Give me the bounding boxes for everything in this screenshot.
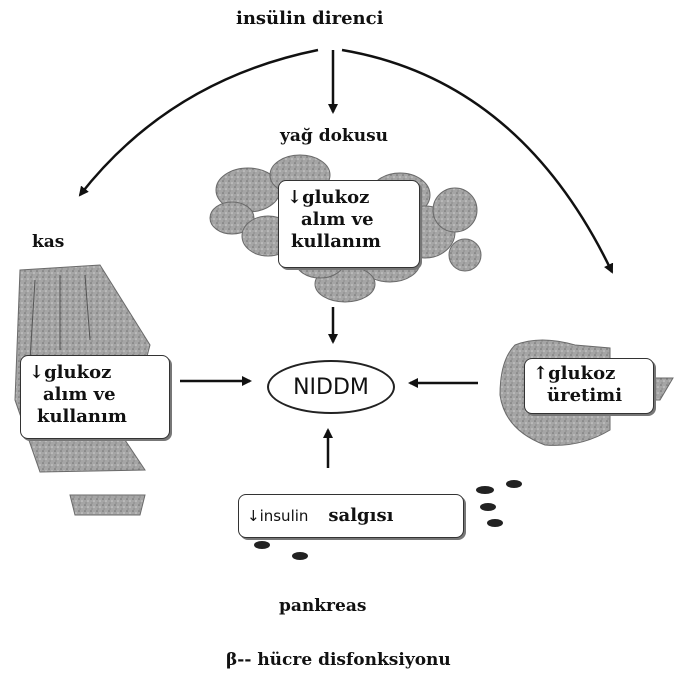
beta-cell-label: β-- hücre disfonksiyonu [226, 652, 451, 669]
liver-box-line-2: üretimi [533, 385, 645, 407]
pancreas-effect-box: ↓insulin salgısı [238, 494, 464, 538]
adipose-box-line-3: kullanım [287, 231, 411, 253]
adipose-label: yağ dokusu [280, 128, 388, 145]
niddm-label: NIDDM [293, 375, 369, 400]
pancreas-box-left: ↓insulin [247, 505, 308, 527]
liver-effect-box: ↑glukoz üretimi [524, 358, 654, 414]
adipose-box-line-2: alım ve [287, 209, 411, 231]
muscle-effect-box: ↓glukoz alım ve kullanım [20, 355, 170, 439]
muscle-box-line-2: alım ve [29, 384, 161, 406]
muscle-box-line-1: ↓glukoz [29, 362, 161, 384]
diagram-title: insülin direnci [236, 10, 383, 28]
adipose-box-line-1: ↓glukoz [287, 187, 411, 209]
muscle-label: kas [32, 234, 64, 251]
pancreas-box-right: salgısı [328, 505, 393, 527]
muscle-box-line-3: kullanım [29, 406, 161, 428]
niddm-node: NIDDM [267, 360, 395, 414]
adipose-effect-box: ↓glukoz alım ve kullanım [278, 180, 420, 268]
liver-box-line-1: ↑glukoz [533, 363, 645, 385]
pancreas-label: pankreas [279, 598, 366, 615]
